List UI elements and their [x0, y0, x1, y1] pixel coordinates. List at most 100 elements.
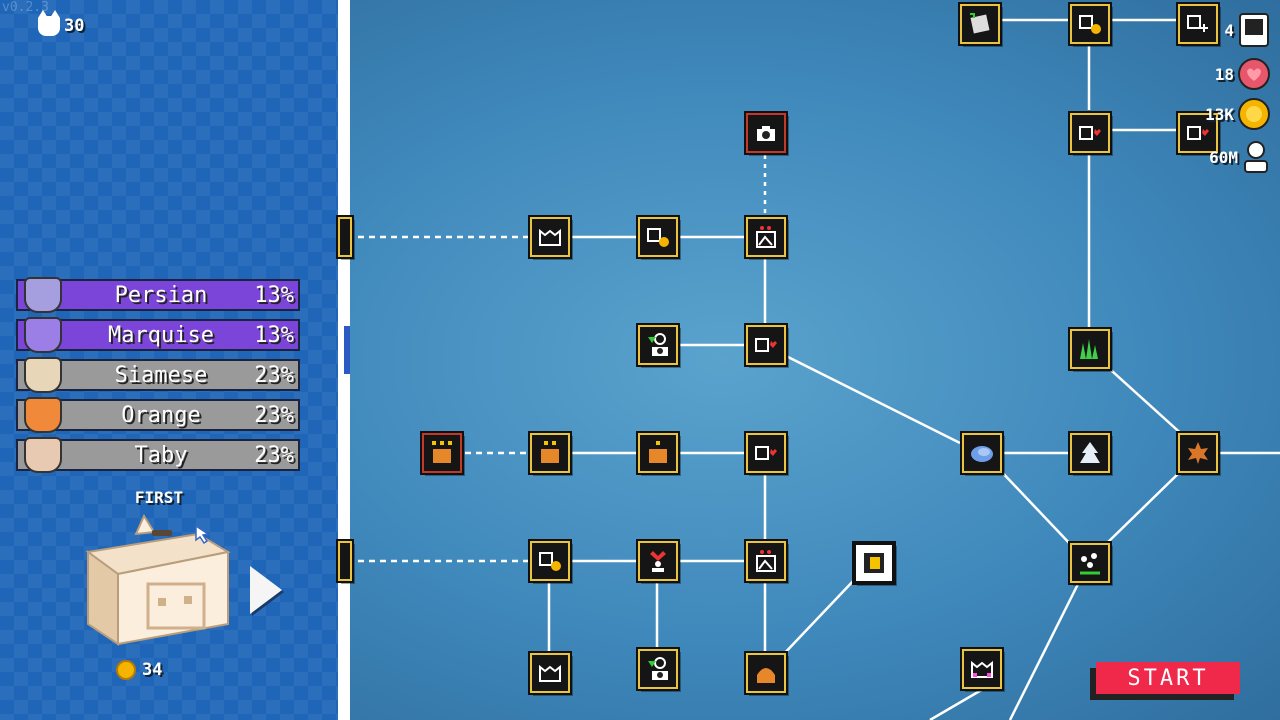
upgrade-tree — [338, 0, 1280, 720]
follower-icon — [1244, 141, 1268, 173]
marquise-cat-icon — [24, 317, 62, 353]
pumpkin-icon — [432, 441, 452, 463]
photo-frame-icon — [970, 13, 990, 34]
breed-percent: 13% — [254, 322, 294, 348]
cat-count: 30 — [38, 10, 85, 36]
tree-node-timed-camera[interactable] — [638, 325, 678, 365]
tree-node-grass[interactable] — [1070, 329, 1110, 369]
tree-node-photo-coin[interactable] — [530, 541, 570, 581]
breed-name: Taby — [134, 442, 188, 468]
tree-node-photo-frame[interactable] — [960, 4, 1000, 44]
breed-name: Marquise — [108, 322, 214, 348]
tree-node-pumpkin-2stars[interactable] — [530, 433, 570, 473]
tree-node-autumn-leaf[interactable] — [1178, 433, 1218, 473]
tree-node-bread[interactable] — [746, 653, 786, 693]
cloud-icon — [971, 446, 993, 462]
breed-row-marquise[interactable]: Marquise 13% — [16, 317, 300, 353]
taby-cat-icon — [24, 437, 62, 473]
followers-value: 60M — [1209, 147, 1238, 167]
coin-icon — [1238, 98, 1270, 130]
tree-node-cat-outline[interactable] — [530, 217, 570, 257]
tree-node-double-photo[interactable] — [854, 543, 894, 583]
breed-name: Orange — [121, 402, 201, 428]
box-price: 34 — [116, 660, 162, 680]
tree-node-photo-heart[interactable] — [746, 433, 786, 473]
breed-percent: 23% — [254, 402, 294, 428]
tree-node-photo-heart[interactable] — [746, 325, 786, 365]
siamese-cat-icon — [24, 357, 62, 393]
breed-name: Persian — [114, 282, 208, 308]
breed-panel: v0.2.3 30 Persian 13% Marquise 13% Siame… — [0, 0, 338, 720]
tree-node-offscreen[interactable] — [338, 541, 352, 581]
cat-head-icon — [38, 10, 60, 36]
breed-row-orange[interactable]: Orange 23% — [16, 397, 300, 433]
resource-coins: 13K — [1205, 98, 1270, 130]
photo-heart-icon — [1187, 126, 1209, 140]
tree-node-photo-hearts[interactable] — [746, 217, 786, 257]
tree-node-cat-outline[interactable] — [530, 653, 570, 693]
next-box-arrow[interactable] — [250, 566, 282, 614]
coin-icon — [116, 660, 136, 680]
follower-heart-icon — [650, 551, 666, 572]
photo-coin-icon — [1079, 15, 1101, 34]
resource-hearts: 18 — [1215, 58, 1270, 90]
photos-value: 4 — [1224, 20, 1234, 40]
timed-camera-icon — [648, 333, 668, 356]
tree-node-photo-coin[interactable] — [1070, 4, 1110, 44]
cat-outline-icon — [539, 228, 561, 246]
photo-heart-icon — [755, 446, 777, 460]
photo-coin-icon — [647, 228, 669, 247]
tree-node-flowers[interactable] — [1070, 543, 1110, 583]
leaf-icon — [1188, 442, 1208, 464]
grass-icon — [1080, 339, 1098, 359]
persian-cat-icon — [24, 277, 62, 313]
tree-node-snow-tree[interactable] — [1070, 433, 1110, 473]
breed-row-persian[interactable]: Persian 13% — [16, 277, 300, 313]
tree-node-photo-hearts[interactable] — [746, 541, 786, 581]
resource-followers: 60M — [1209, 140, 1270, 174]
cat-box-icon[interactable] — [78, 512, 238, 652]
pumpkin-icon — [541, 441, 559, 463]
tree-node-pumpkin-1star[interactable] — [638, 433, 678, 473]
breed-row-taby[interactable]: Taby 23% — [16, 437, 300, 473]
breed-percent: 23% — [254, 362, 294, 388]
tree-node-offscreen[interactable] — [338, 217, 352, 257]
hearts-value: 18 — [1214, 64, 1234, 84]
box-price-value: 34 — [142, 660, 163, 680]
tree-node-follower-heart[interactable] — [638, 541, 678, 581]
camera-icon — [757, 126, 775, 141]
tree-node-photo-coin[interactable] — [638, 217, 678, 257]
tree-node-cloud[interactable] — [962, 433, 1002, 473]
box-label: FIRST — [134, 488, 184, 507]
photo-heart-icon — [755, 338, 777, 352]
cat-count-value: 30 — [64, 16, 85, 36]
photo-hearts-icon — [756, 226, 776, 248]
photo-plus-icon — [1187, 15, 1208, 32]
tree-node-photo-plus[interactable] — [1178, 4, 1218, 44]
tree-node-timed-camera[interactable] — [638, 649, 678, 689]
orange-cat-icon — [24, 397, 62, 433]
double-photo-icon — [864, 553, 884, 573]
tree-node-photo-heart[interactable] — [1070, 113, 1110, 153]
tree-node-cat-outline-pink[interactable] — [962, 649, 1002, 689]
photo-coin-icon — [539, 552, 561, 571]
pumpkin-icon — [649, 441, 667, 463]
photo-hearts-icon — [756, 550, 776, 572]
tree-node-camera-locked[interactable] — [746, 113, 786, 153]
breed-percent: 13% — [254, 282, 294, 308]
snow-tree-icon — [1080, 442, 1100, 463]
heart-icon — [1238, 58, 1270, 90]
start-button[interactable]: START — [1096, 662, 1240, 694]
version-label: v0.2.3 — [2, 0, 49, 15]
tree-connections — [358, 18, 1280, 720]
cat-outline-icon — [539, 664, 561, 682]
cat-outline-icon — [971, 660, 993, 678]
flowers-icon — [1080, 553, 1100, 575]
breed-row-siamese[interactable]: Siamese 23% — [16, 357, 300, 393]
tree-node-photo-heart[interactable] — [1178, 113, 1218, 153]
bread-icon — [757, 668, 775, 683]
tree-node-pumpkin-3stars[interactable] — [422, 433, 462, 473]
timed-camera-icon — [648, 657, 668, 680]
breed-percent: 23% — [254, 442, 294, 468]
resource-photos: 4 — [1224, 12, 1270, 48]
